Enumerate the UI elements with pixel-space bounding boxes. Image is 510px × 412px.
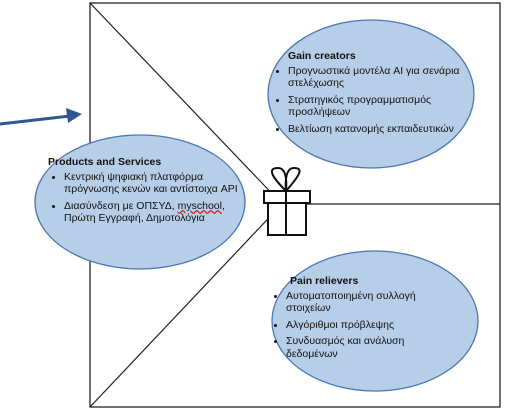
arrow-right-icon xyxy=(0,108,82,126)
pain-relievers-list: Αυτοματοποιημένη συλλογή στοιχείων Αλγόρ… xyxy=(276,290,456,361)
products-services-title: Products and Services xyxy=(48,156,162,168)
list-item-text: , Πρώτη Εγγραφή, Δημοτολόγια xyxy=(64,199,225,225)
pain-relievers: Pain relievers Αυτοματοποιημένη συλλογή … xyxy=(276,275,456,364)
diagonal-top xyxy=(89,2,283,205)
gift-icon xyxy=(263,166,311,236)
list-item: Στρατηγικός προγραμματισμός προσλήψεων xyxy=(288,94,471,119)
products-services: Products and Services Κεντρική ψηφιακή π… xyxy=(48,156,258,229)
list-item: Αυτοματοποιημένη συλλογή στοιχείων xyxy=(286,290,456,315)
products-services-list: Κεντρική ψηφιακή πλατφόρμα πρόγνωσης κεν… xyxy=(48,171,258,225)
misspelled-word: myschool xyxy=(177,199,222,212)
gain-creators-title: Gain creators xyxy=(288,50,356,62)
pain-relievers-title: Pain relievers xyxy=(290,275,359,287)
gain-creators-list: Προγνωστικά μοντέλα AI για σενάρια στελέ… xyxy=(276,65,471,136)
pain-relievers-bubble xyxy=(271,250,479,392)
diagonal-bottom xyxy=(89,203,283,408)
gain-creators-bubble xyxy=(267,19,475,169)
list-item: Κεντρική ψηφιακή πλατφόρμα πρόγνωσης κεν… xyxy=(64,171,258,196)
list-item: Προγνωστικά μοντέλα AI για σενάρια στελέ… xyxy=(288,65,471,90)
list-item: Βελτίωση κατανομής εκπαιδευτικών xyxy=(288,123,471,136)
products-services-bubble xyxy=(34,134,246,270)
list-item: Διασύνδεση με ΟΠΣΥΔ, myschool, Πρώτη Εγγ… xyxy=(64,200,258,225)
list-item: Συνδυασμός και ανάλυση δεδομένων xyxy=(286,335,456,360)
gain-creators: Gain creators Προγνωστικά μοντέλα AI για… xyxy=(276,50,471,139)
list-item: Αλγόριθμοι πρόβλεψης xyxy=(286,319,456,332)
list-item-text: Διασύνδεση με ΟΠΣΥΔ, xyxy=(64,199,175,212)
